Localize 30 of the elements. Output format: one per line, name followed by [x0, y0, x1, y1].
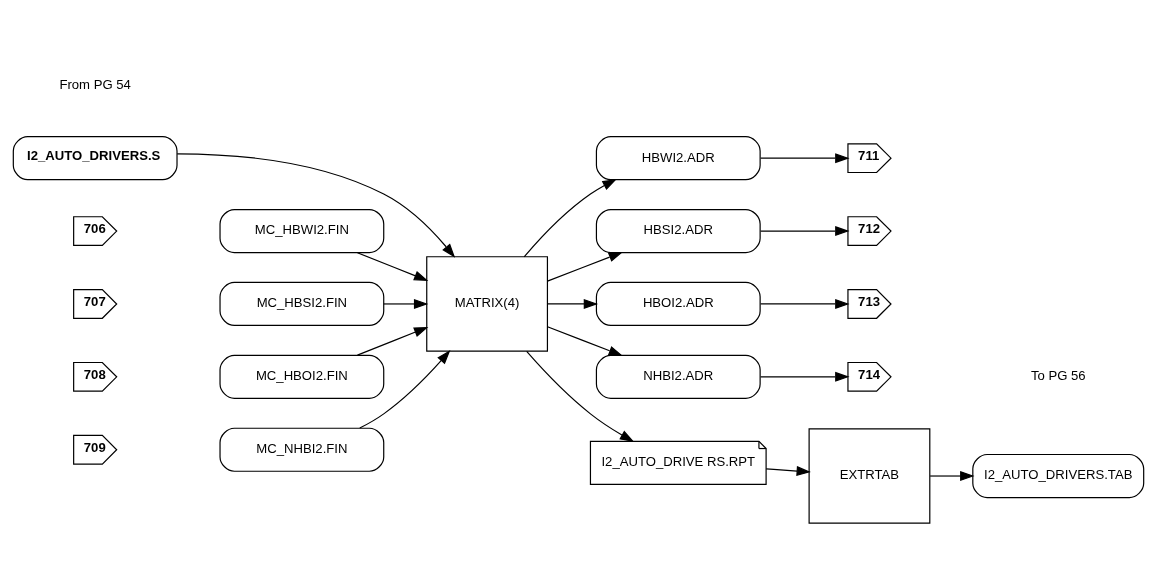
label: From PG 54: [59, 76, 131, 92]
arrow: [359, 350, 451, 429]
arrow: [523, 179, 617, 258]
arrow: [526, 350, 635, 443]
arrow: [929, 471, 975, 482]
arrow: [546, 326, 623, 356]
node-box: MC_NHBI2.FIN: [219, 427, 385, 472]
node-box: EXTRTAB: [808, 428, 931, 524]
arrow: [176, 153, 456, 258]
arrow: [760, 298, 850, 309]
node-box: MC_HBSI2.FIN: [219, 281, 385, 327]
node-box: I2_AUTO_DRIVERS.TAB: [972, 453, 1145, 499]
arrow: [356, 326, 429, 356]
arrow: [546, 298, 599, 309]
node-box: MC_HBWI2.FIN: [219, 208, 385, 254]
arrow: [760, 371, 850, 382]
label: To PG 56: [1030, 368, 1086, 384]
arrow: [546, 251, 623, 282]
node-box: MC_HBOI2.FIN: [219, 354, 385, 399]
node-box: I2_AUTO_DRIVERS.S: [12, 136, 178, 181]
arrow: [765, 466, 811, 477]
node-box: HBOI2.ADR: [595, 281, 761, 327]
node-box: MATRIX(4): [426, 256, 549, 352]
arrow: [760, 226, 850, 237]
node-box: HBSI2.ADR: [595, 208, 761, 254]
node-box: HBWI2.ADR: [595, 136, 761, 181]
arrow: [383, 298, 429, 309]
node-box: NHBI2.ADR: [595, 354, 761, 399]
arrow: [760, 153, 850, 164]
arrow: [356, 252, 429, 281]
